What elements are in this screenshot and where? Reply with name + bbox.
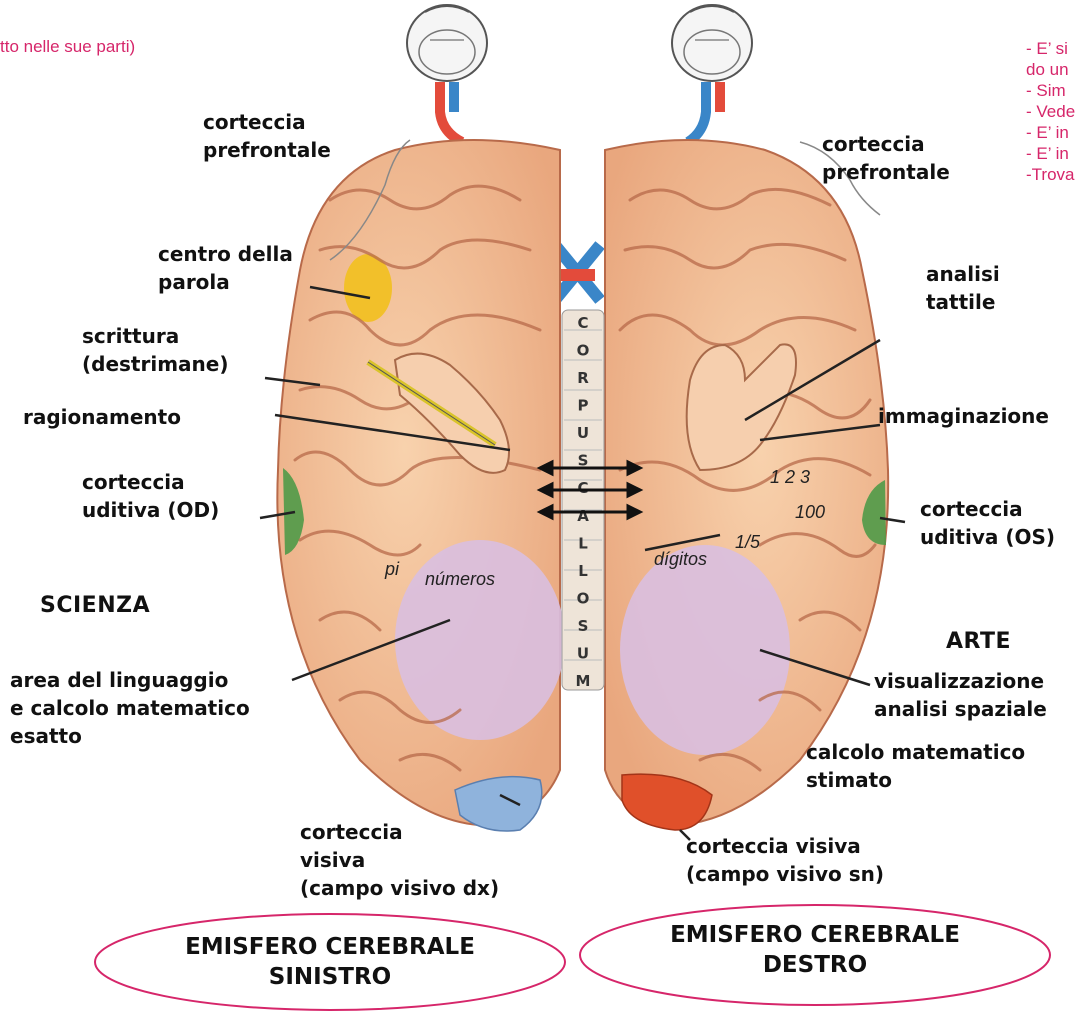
corpus-callosum-letter: C — [577, 479, 588, 497]
label-prefrontal-left: corteccia prefrontale — [203, 108, 331, 164]
note-right-line: - Sim — [1026, 80, 1075, 101]
label-language-area: area del linguaggio e calcolo matematico… — [10, 666, 250, 750]
label-line: visiva — [300, 846, 499, 874]
label-line: calcolo matematico — [806, 738, 1025, 766]
label-prefrontal-right: corteccia prefrontale — [822, 130, 950, 186]
corpus-callosum-letter: U — [577, 424, 589, 442]
corpus-callosum-letter: P — [578, 397, 589, 415]
label-line: corteccia — [203, 108, 331, 136]
corpus-callosum-letter: O — [577, 589, 590, 607]
corpus-callosum-letter: U — [577, 644, 589, 662]
label-line: area del linguaggio — [10, 666, 250, 694]
note-right-line: do un — [1026, 59, 1075, 80]
label-line: corteccia — [82, 468, 219, 496]
label-line: (campo visivo dx) — [300, 874, 499, 902]
brain-text-pi: pi — [384, 559, 400, 579]
brain-text-digitos: dígitos — [654, 549, 707, 569]
label-visual-right: corteccia visiva (campo visivo sn) — [686, 832, 884, 888]
label-line: uditiva (OD) — [82, 496, 219, 524]
corpus-callosum-letter: O — [577, 342, 590, 360]
label-reasoning: ragionamento — [23, 403, 181, 431]
corpus-callosum-letter: L — [578, 534, 588, 552]
corpus-callosum-letter: A — [577, 507, 589, 525]
label-line: prefrontale — [203, 136, 331, 164]
label-line: corteccia — [300, 818, 499, 846]
brain-text-15: 1/5 — [735, 532, 761, 552]
brain-text-123: 1 2 3 — [770, 467, 810, 487]
note-right-line: -Trova — [1026, 164, 1075, 185]
label-art: ARTE — [946, 628, 1011, 656]
brain-text-numeros: números — [425, 569, 495, 589]
note-right-line: - E’ si — [1026, 38, 1075, 59]
note-left: tto nelle sue parti) — [0, 36, 135, 57]
label-line: stimato — [806, 766, 1025, 794]
hemisphere-left-line: SINISTRO — [110, 962, 550, 992]
note-right-line: - E’ in — [1026, 122, 1075, 143]
hemisphere-left-title: EMISFERO CEREBRALE SINISTRO — [110, 932, 550, 992]
right-eye — [672, 5, 752, 81]
label-line: centro della — [158, 240, 293, 268]
label-line: analisi spaziale — [874, 695, 1047, 723]
note-right-line: - Vede — [1026, 101, 1075, 122]
hemisphere-right-title: EMISFERO CEREBRALE DESTRO — [595, 920, 1035, 980]
label-line: corteccia visiva — [686, 832, 884, 860]
label-visual-left: corteccia visiva (campo visivo dx) — [300, 818, 499, 902]
label-line: scrittura — [82, 322, 228, 350]
hemisphere-right-line: EMISFERO CEREBRALE — [595, 920, 1035, 950]
label-tactile: analisi tattile — [926, 260, 1000, 316]
label-line: tattile — [926, 288, 1000, 316]
label-visualization: visualizzazione analisi spaziale — [874, 667, 1047, 723]
hemisphere-right-line: DESTRO — [595, 950, 1035, 980]
label-line: corteccia — [822, 130, 950, 158]
label-imagination: immaginazione — [878, 402, 1049, 430]
corpus-callosum-letter: M — [576, 672, 591, 690]
label-line: uditiva (OS) — [920, 523, 1055, 551]
label-science: SCIENZA — [40, 592, 150, 620]
label-line: e calcolo matematico — [10, 694, 250, 722]
spatial-area — [620, 545, 790, 755]
corpus-callosum-letter: R — [577, 369, 589, 387]
label-speech-center: centro della parola — [158, 240, 293, 296]
corpus-callosum-letter: S — [578, 617, 589, 635]
label-line: parola — [158, 268, 293, 296]
label-line: (destrimane) — [82, 350, 228, 378]
note-right-line: - E’ in — [1026, 143, 1075, 164]
corpus-callosum-letter: L — [578, 562, 588, 580]
label-auditory-left: corteccia uditiva (OD) — [82, 468, 219, 524]
label-line: esatto — [10, 722, 250, 750]
corpus-callosum-letter: C — [577, 314, 588, 332]
label-writing: scrittura (destrimane) — [82, 322, 228, 378]
label-line: corteccia — [920, 495, 1055, 523]
notes-right: - E’ si do un - Sim - Vede - E’ in - E’ … — [1026, 38, 1075, 185]
label-line: prefrontale — [822, 158, 950, 186]
label-auditory-right: corteccia uditiva (OS) — [920, 495, 1055, 551]
label-estimated-math: calcolo matematico stimato — [806, 738, 1025, 794]
hemisphere-left-line: EMISFERO CEREBRALE — [110, 932, 550, 962]
label-line: (campo visivo sn) — [686, 860, 884, 888]
label-line: analisi — [926, 260, 1000, 288]
brain-text-100: 100 — [795, 502, 825, 522]
left-eye — [407, 5, 487, 81]
label-line: visualizzazione — [874, 667, 1047, 695]
